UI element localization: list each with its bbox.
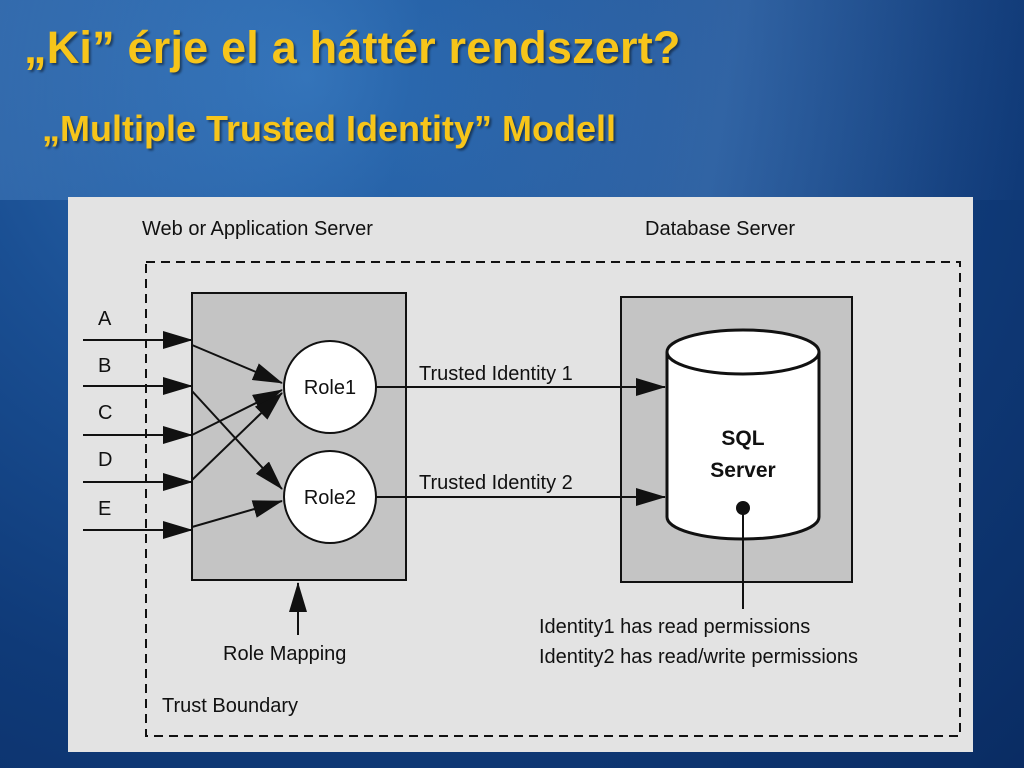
- slide-subtitle: „Multiple Trusted Identity” Modell: [42, 108, 617, 149]
- client-b-label: B: [98, 355, 111, 377]
- trusted-identity-2-label: Trusted Identity 2: [419, 472, 573, 494]
- database-label-line2: Server: [710, 459, 775, 482]
- trusted-identity-1-label: Trusted Identity 1: [419, 363, 573, 385]
- client-c-label: C: [98, 402, 112, 424]
- map-e-role2-arrow: [191, 500, 283, 528]
- background-glow: [0, 0, 1024, 200]
- client-e-label: E: [98, 498, 111, 520]
- architecture-diagram: Web or Application Server Database Serve…: [68, 197, 973, 752]
- map-b-role2-arrow: [191, 390, 283, 490]
- permission-identity2: Identity2 has read/write permissions: [539, 646, 858, 668]
- database-label-line1: SQL: [721, 427, 764, 450]
- role1-label: Role1: [304, 377, 356, 399]
- permission-identity1: Identity1 has read permissions: [539, 616, 810, 638]
- role-mapping-label: Role Mapping: [223, 643, 346, 665]
- map-d-role1-arrow: [191, 392, 283, 481]
- role2-label: Role2: [304, 487, 356, 509]
- slide-title: „Ki” érje el a háttér rendszert?: [24, 22, 681, 73]
- map-a-role1-arrow: [191, 344, 283, 384]
- trust-boundary: [145, 261, 961, 737]
- client-d-label: D: [98, 449, 112, 471]
- client-a-label: A: [98, 308, 112, 330]
- db-server-label: Database Server: [645, 218, 795, 240]
- web-server-label: Web or Application Server: [142, 218, 373, 240]
- diagram-canvas: Web or Application Server Database Serve…: [83, 218, 961, 737]
- trust-boundary-label: Trust Boundary: [162, 695, 298, 717]
- web-server-box: [191, 292, 407, 581]
- database-icon: [665, 328, 821, 541]
